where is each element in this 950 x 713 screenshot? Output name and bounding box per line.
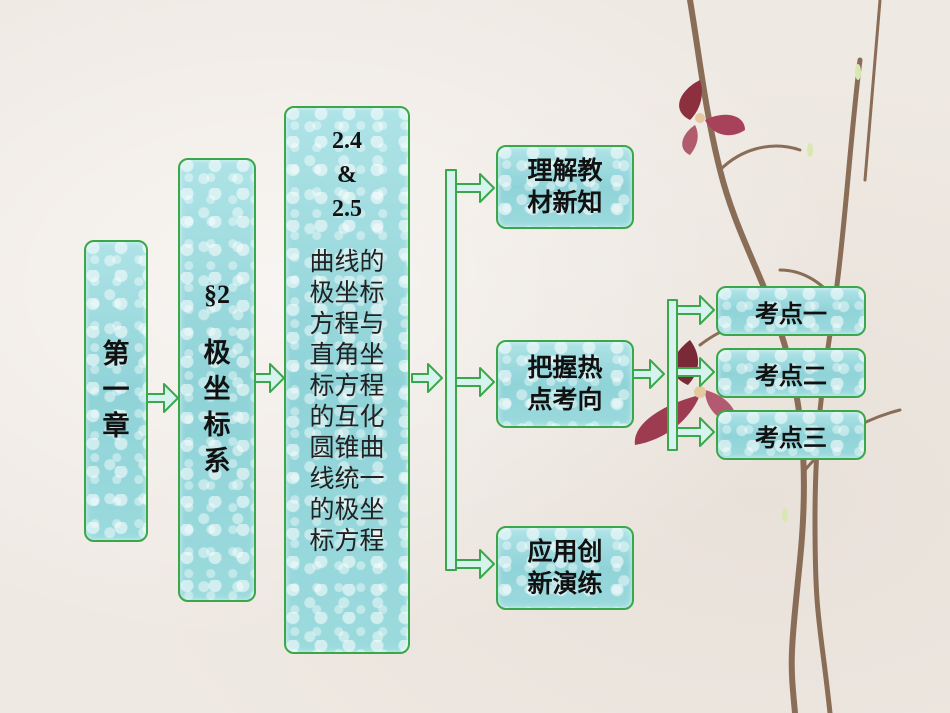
arrow-lesson-to-bar [411, 363, 443, 393]
arrow-section-to-lesson [253, 363, 285, 393]
arrow-to-kaodian-1 [676, 295, 715, 325]
section-number: §2 [204, 280, 230, 309]
arrow-master-to-bar [629, 359, 665, 389]
chapter-line-1: 第 [102, 339, 130, 370]
master-line-2: 点考向 [527, 385, 603, 414]
lesson-title-line-10: 标方程 [309, 526, 385, 555]
lesson-title-line-1: 曲线的 [309, 247, 385, 276]
arrow-to-apply [455, 549, 495, 579]
lesson-title-line-8: 线统一 [309, 464, 385, 493]
master-box[interactable]: 把握热 点考向 [496, 340, 634, 428]
lesson-title-line-7: 圆锥曲 [309, 433, 385, 462]
branch-bar [445, 169, 457, 571]
section-line-3: 标 [203, 410, 231, 441]
kaodian-1-label: 考点一 [755, 299, 827, 328]
apply-line-2: 新演练 [527, 569, 603, 598]
lesson-number-2: 2.5 [332, 196, 362, 222]
lesson-title-line-4: 直角坐 [309, 340, 385, 369]
lesson-title-line-5: 标方程 [309, 371, 385, 400]
section-box[interactable]: §2 极 坐 标 系 [178, 158, 256, 602]
arrow-chapter-to-section [145, 383, 179, 413]
section-line-1: 极 [203, 338, 231, 369]
arrow-to-understand [455, 173, 495, 203]
chapter-box[interactable]: 第 一 章 [84, 240, 148, 542]
understand-box[interactable]: 理解教 材新知 [496, 145, 634, 229]
lesson-ampersand: & [337, 162, 357, 188]
chapter-line-3: 章 [102, 411, 130, 442]
kaodian-3-label: 考点三 [755, 423, 827, 452]
section-line-2: 坐 [203, 374, 231, 405]
lesson-box[interactable]: 2.4 & 2.5 曲线的 极坐标 方程与 直角坐 标方程 的互化 圆锥曲 线统… [284, 106, 410, 654]
kaodian-bar [667, 299, 678, 451]
arrow-to-kaodian-3 [676, 417, 715, 447]
lesson-title-line-2: 极坐标 [309, 278, 385, 307]
understand-line-2: 材新知 [527, 188, 603, 217]
chapter-line-2: 一 [102, 375, 130, 406]
lesson-title-line-6: 的互化 [309, 402, 385, 431]
arrow-to-kaodian-2 [676, 357, 715, 387]
lesson-title-line-3: 方程与 [309, 309, 385, 338]
kaodian-2-label: 考点二 [755, 361, 827, 390]
lesson-number-1: 2.4 [332, 128, 362, 154]
section-line-4: 系 [203, 446, 231, 477]
lesson-title-line-9: 的极坐 [309, 495, 385, 524]
kaodian-1-box[interactable]: 考点一 [716, 286, 866, 336]
kaodian-3-box[interactable]: 考点三 [716, 410, 866, 460]
master-line-1: 把握热 [527, 353, 603, 382]
apply-box[interactable]: 应用创 新演练 [496, 526, 634, 610]
arrow-to-master [455, 367, 495, 397]
kaodian-2-box[interactable]: 考点二 [716, 348, 866, 398]
flower-top [679, 80, 745, 155]
understand-line-1: 理解教 [527, 156, 603, 185]
apply-line-1: 应用创 [527, 537, 603, 566]
